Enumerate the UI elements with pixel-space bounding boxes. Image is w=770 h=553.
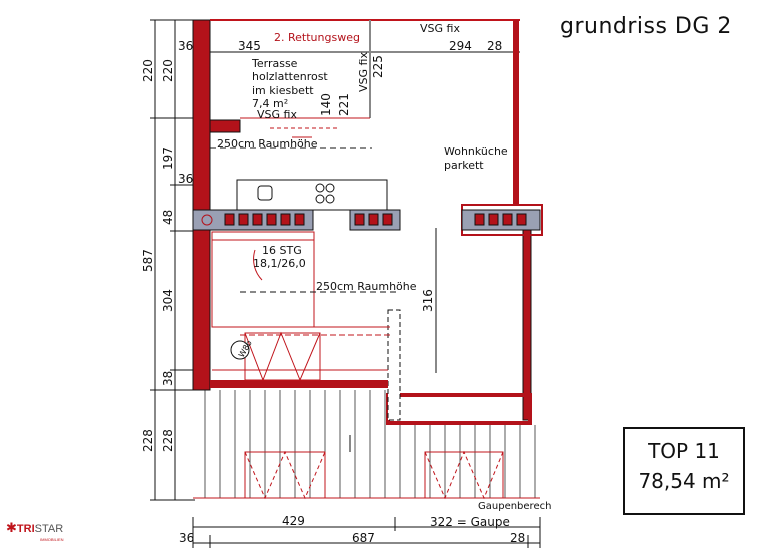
dim-outer-587: 587 bbox=[141, 249, 155, 272]
dim-outer-228: 228 bbox=[141, 429, 155, 452]
roof-windows bbox=[244, 450, 504, 500]
dim-687: 687 bbox=[352, 531, 375, 545]
dim-28-bottom: 28 bbox=[510, 531, 525, 545]
dim-345: 345 bbox=[238, 39, 261, 53]
unit-area: 78,54 m² bbox=[638, 469, 730, 493]
logo-part-1: TRI bbox=[16, 523, 35, 535]
dim-inner-38: 38 bbox=[161, 371, 175, 386]
label-stg: 16 STG bbox=[262, 244, 302, 257]
dim-140: 140 bbox=[319, 93, 333, 116]
dim-36-bottom: 36 bbox=[179, 531, 194, 545]
label-vsg-top: VSG fix bbox=[420, 22, 460, 35]
tristar-logo: ✱TRISTAR IMMOBILIEN bbox=[6, 520, 64, 542]
dim-inner-220: 220 bbox=[161, 59, 175, 82]
label-terrasse-1: Terrasse bbox=[251, 57, 298, 70]
dim-inner-197: 197 bbox=[161, 147, 175, 170]
dim-inner-48: 48 bbox=[161, 210, 175, 225]
star-icon: ✱ bbox=[6, 520, 17, 535]
dim-inner-304: 304 bbox=[161, 289, 175, 312]
dim-221: 221 bbox=[337, 93, 351, 116]
dim-outer-220: 220 bbox=[141, 59, 155, 82]
dim-316: 316 bbox=[421, 289, 435, 312]
wall-stub bbox=[209, 119, 241, 133]
label-terrasse-2: holzlattenrost bbox=[252, 70, 328, 83]
logo-subtitle: IMMOBILIEN bbox=[40, 537, 64, 542]
window-tag bbox=[230, 340, 250, 360]
dim-225: 225 bbox=[371, 55, 385, 78]
left-dimension-lines bbox=[150, 19, 195, 501]
dim-36-top: 36 bbox=[178, 39, 193, 53]
label-parkett: parkett bbox=[444, 159, 484, 172]
label-vsg-side: VSG fix bbox=[357, 52, 370, 92]
dim-inner-228: 228 bbox=[161, 429, 175, 452]
label-gaupenbereich: Gaupenberech bbox=[478, 501, 551, 512]
roof-hatching bbox=[204, 390, 536, 498]
right-wall-lower bbox=[522, 229, 532, 421]
unit-box: TOP 11 78,54 m² bbox=[623, 427, 745, 515]
label-terrasse-area: 7,4 m² bbox=[252, 97, 288, 110]
label-wohnkueche: Wohnküche bbox=[444, 145, 508, 158]
label-gaupe: 322 = Gaupe bbox=[430, 515, 510, 529]
right-wall-upper bbox=[513, 20, 519, 205]
kitchen-counter bbox=[236, 179, 388, 211]
label-raumhoehe-1: 250cm Raumhöhe bbox=[217, 137, 318, 150]
walls bbox=[192, 19, 543, 425]
sink-icon bbox=[257, 185, 273, 201]
label-vsg-bottom: VSG fix bbox=[257, 108, 297, 121]
dim-429: 429 bbox=[282, 514, 305, 528]
label-stg-ratio: 18,1/26,0 bbox=[253, 257, 306, 270]
dim-28-top: 28 bbox=[487, 39, 502, 53]
left-wall bbox=[192, 19, 211, 391]
logo-part-2: STAR bbox=[34, 523, 64, 535]
drawing-title: grundriss DG 2 bbox=[560, 14, 732, 39]
label-terrasse-3: im kiesbett bbox=[252, 84, 314, 97]
dim-36-mid: 36 bbox=[178, 172, 193, 186]
chimney-blocks bbox=[192, 209, 541, 231]
staircase bbox=[211, 231, 390, 382]
label-raumhoehe-2: 250cm Raumhöhe bbox=[316, 280, 417, 293]
stove-icon bbox=[315, 183, 335, 204]
label-rettungsweg: 2. Rettungsweg bbox=[274, 31, 360, 44]
unit-label: TOP 11 bbox=[648, 439, 720, 463]
dim-294: 294 bbox=[449, 39, 472, 53]
bottom-dimension-lines bbox=[192, 517, 541, 548]
